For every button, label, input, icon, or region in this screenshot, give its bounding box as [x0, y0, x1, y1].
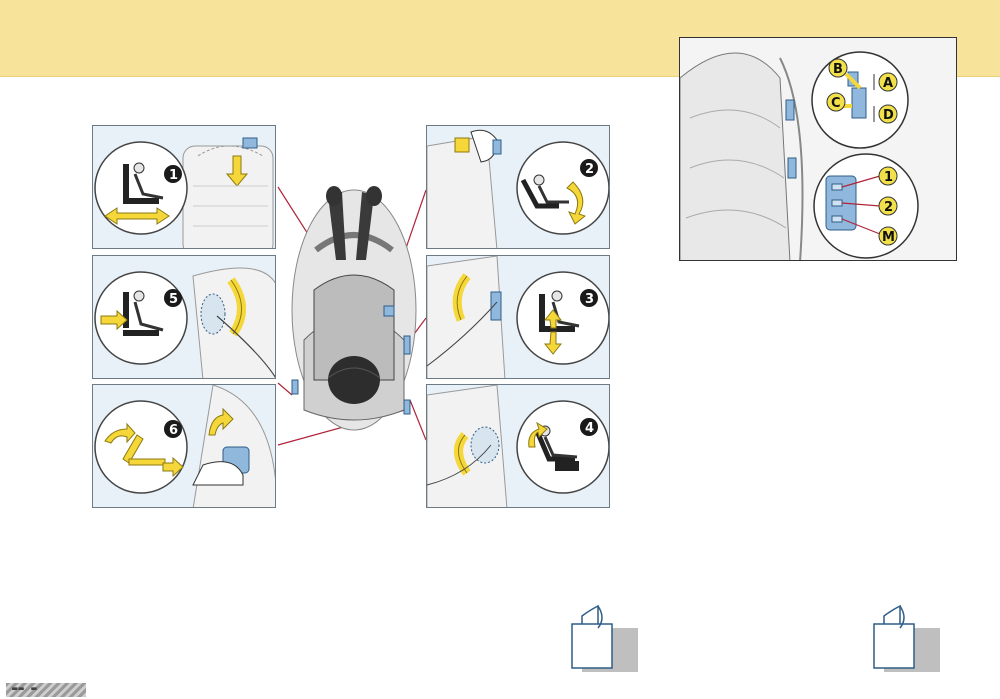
panel-4-recline: 4 [426, 384, 610, 508]
letter-d: D [883, 108, 894, 123]
badge-1: 1 [169, 168, 178, 183]
memory-button-1: 1 [884, 170, 893, 185]
panel-6-fold: 6 [92, 384, 276, 508]
badge-5: 5 [169, 292, 178, 307]
panel-1-fore-aft: 1 [92, 125, 276, 249]
footer-mark: ▬▬ ▬ [6, 683, 86, 697]
badge-3: 3 [585, 292, 594, 307]
panel-5-lumbar: 5 [92, 255, 276, 379]
panel-3-height: 3 [426, 255, 610, 379]
panel-2-tilt: 2 [426, 125, 610, 249]
page-turn-icon[interactable] [568, 600, 644, 676]
memory-button-2: 2 [884, 200, 893, 215]
letter-c: C [831, 96, 841, 111]
badge-4: 4 [585, 421, 594, 436]
badge-6: 6 [169, 423, 178, 438]
memory-button-m: M [882, 230, 895, 245]
seat-controls-inset: B A C D 1 2 M [679, 37, 957, 261]
badge-2: 2 [585, 162, 594, 177]
page-turn-icon[interactable] [870, 600, 946, 676]
footer-mark-text: ▬▬ ▬ [12, 684, 38, 694]
letter-b: B [833, 62, 843, 77]
letter-a: A [883, 76, 893, 91]
seat-overview-illustration [291, 186, 417, 431]
